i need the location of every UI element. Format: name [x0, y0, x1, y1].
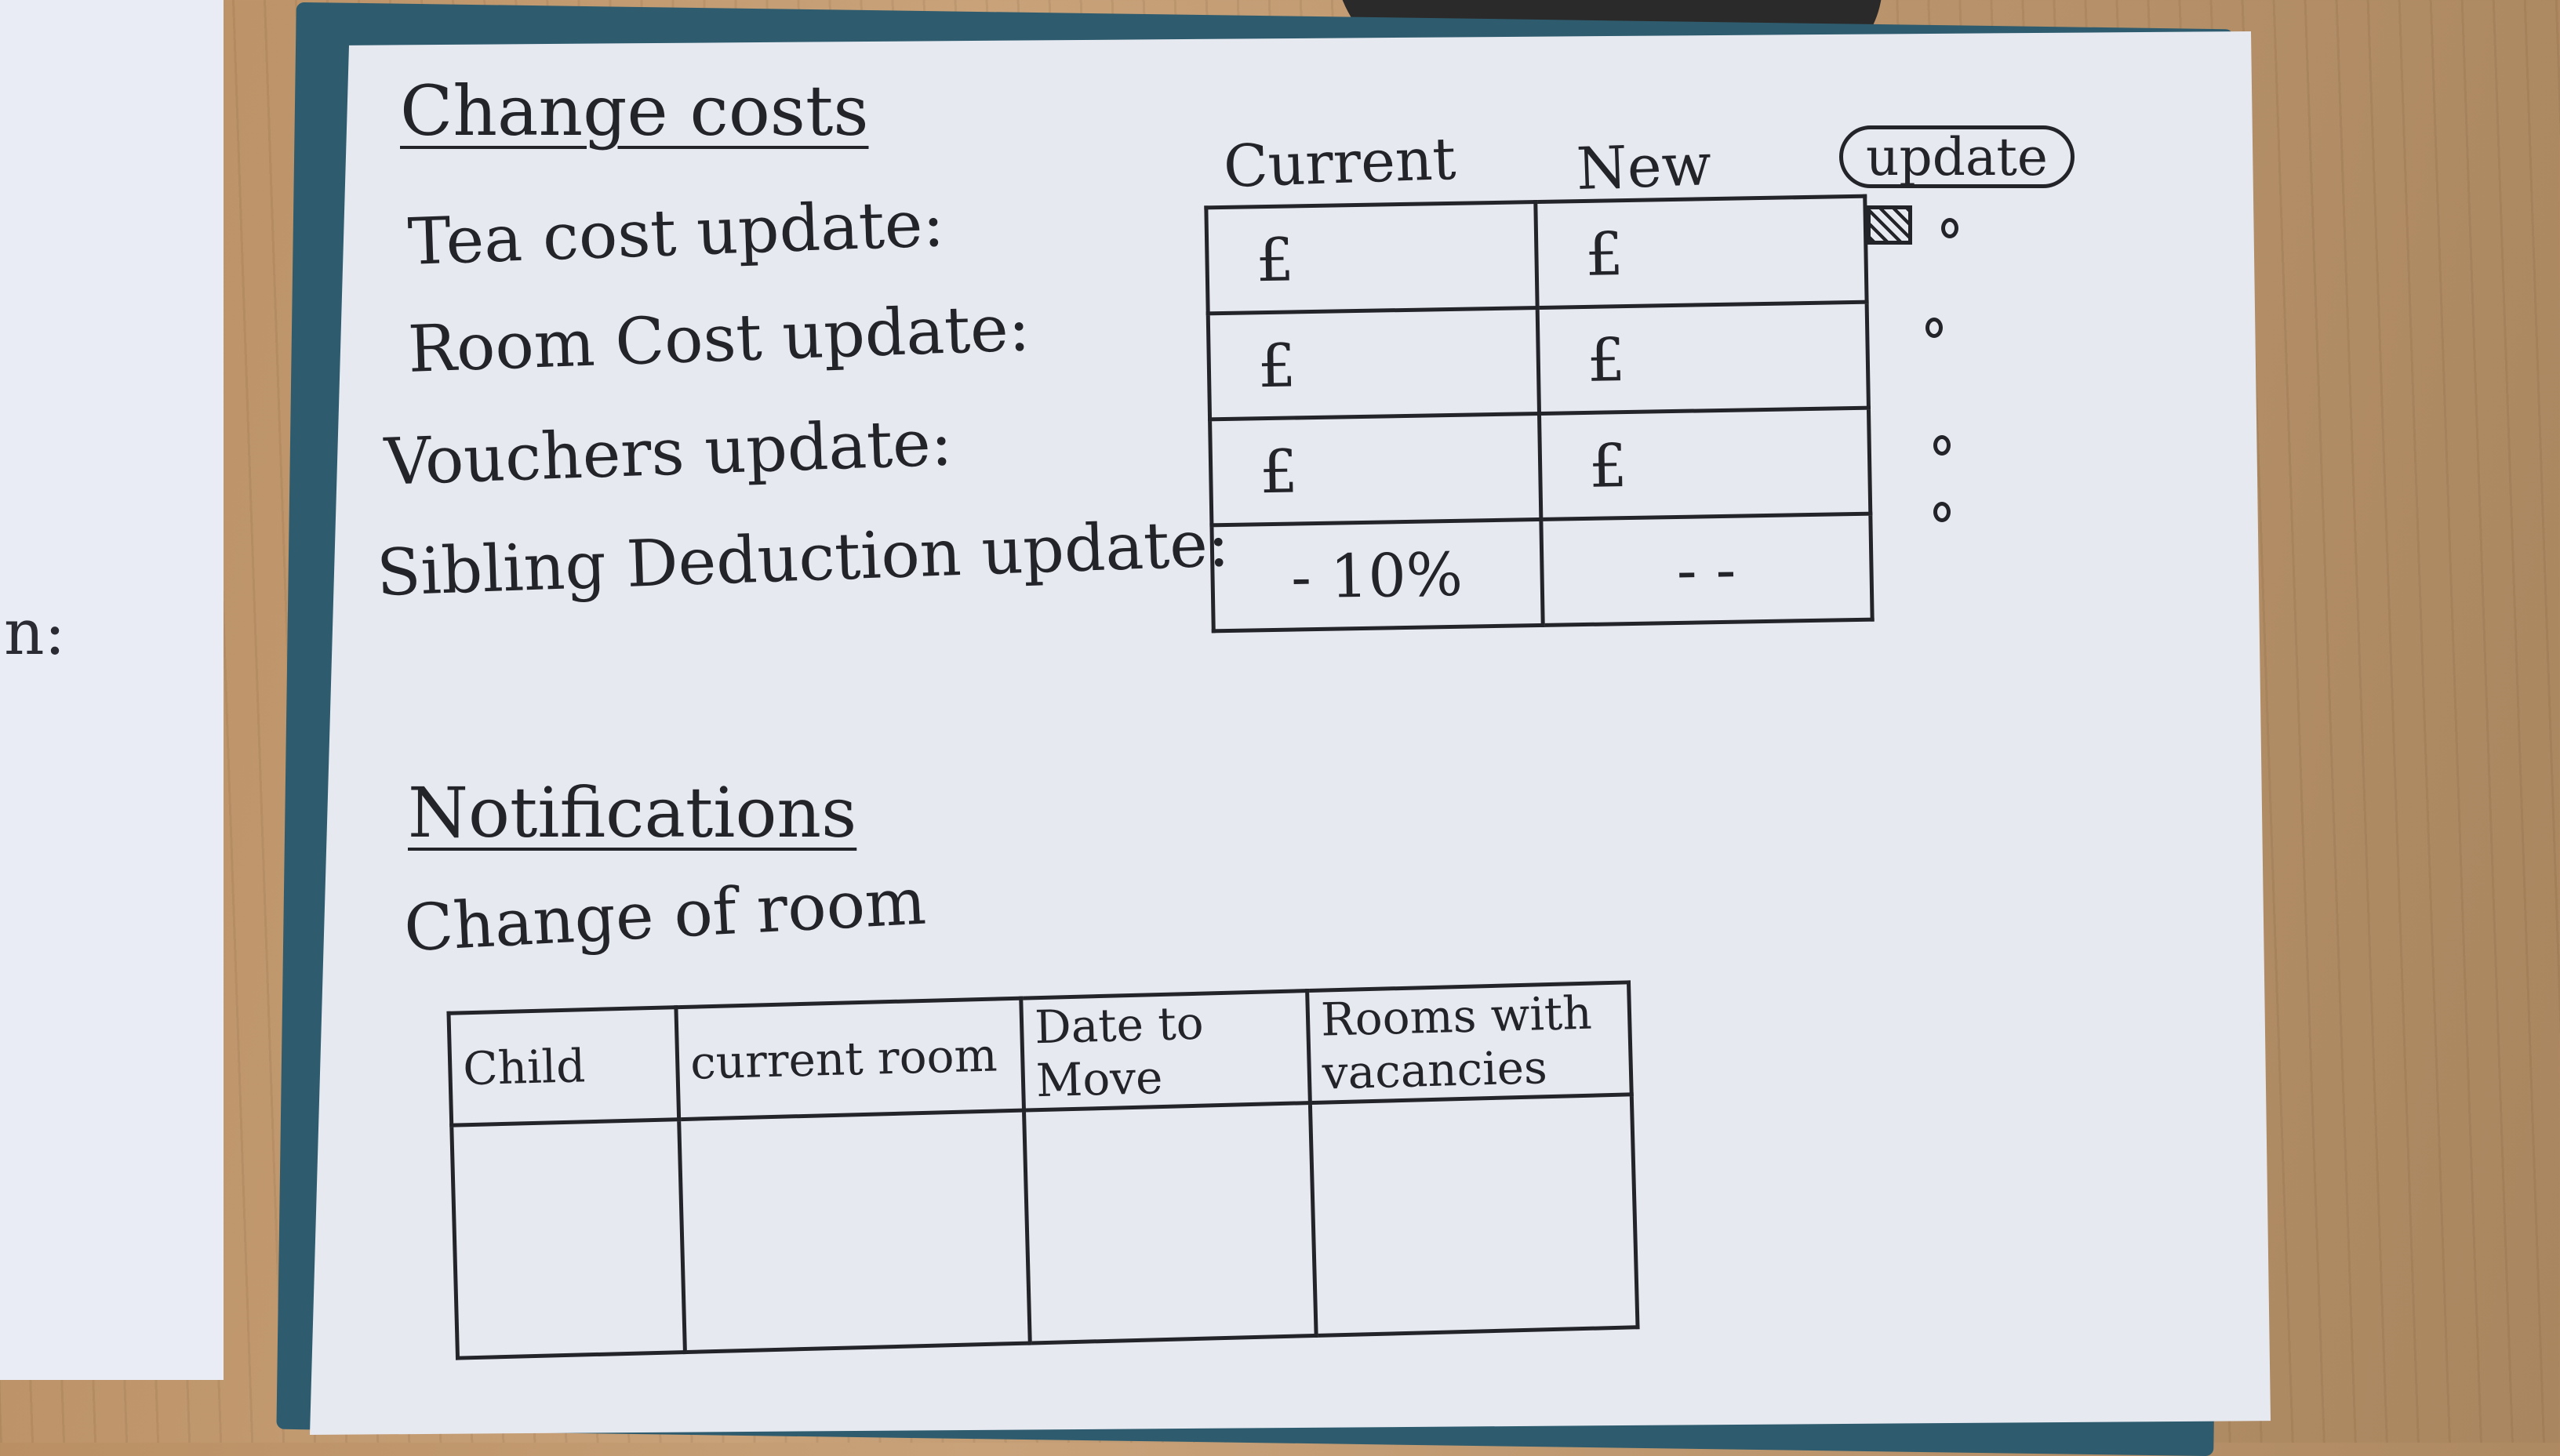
left-paper-sheet: n:	[0, 0, 224, 1380]
table-row: £ £	[1205, 196, 1867, 314]
table-row	[451, 1094, 1638, 1359]
cost-table: £ £ £ £ £ £ - 10% - -	[1204, 194, 1874, 634]
change-costs-title: Change costs	[400, 71, 869, 151]
current-room-cell	[678, 1110, 1031, 1353]
column-header-new: New	[1575, 131, 1713, 203]
tea-select-radio[interactable]	[1941, 218, 1958, 238]
room-select-radio[interactable]	[1925, 318, 1943, 338]
vouchers-new-input[interactable]: £	[1539, 408, 1871, 520]
column-header-rooms-with-vacancies: Rooms with vacancies	[1307, 982, 1632, 1103]
tea-current-value: £	[1205, 202, 1538, 314]
change-of-room-table: Child current room Date to Move Rooms wi…	[446, 980, 1639, 1360]
room-new-input[interactable]: £	[1537, 302, 1869, 414]
room-current-value: £	[1208, 307, 1540, 419]
column-header-current-room: current room	[675, 998, 1024, 1120]
update-button[interactable]: update	[1839, 125, 2075, 188]
sibling-select-radio[interactable]	[1933, 502, 1951, 522]
sibling-current-value: - 10%	[1211, 519, 1544, 631]
vouchers-current-value: £	[1209, 413, 1541, 525]
table-row: - 10% - -	[1211, 514, 1873, 631]
update-select-checkbox[interactable]	[1867, 205, 1912, 245]
column-header-child: Child	[448, 1007, 679, 1126]
vouchers-select-radio[interactable]	[1933, 435, 1951, 456]
column-header-current: Current	[1222, 125, 1457, 202]
column-header-date-to-move: Date to Move	[1020, 990, 1311, 1111]
sibling-new-input[interactable]: - -	[1540, 514, 1873, 626]
table-row: £ £	[1208, 302, 1869, 419]
rooms-with-vacancies-cell	[1310, 1094, 1638, 1336]
sketch-sheet	[310, 31, 2271, 1435]
left-paper-fragment: n:	[4, 596, 66, 669]
table-row: £ £	[1209, 408, 1871, 525]
notifications-title: Notifications	[408, 772, 857, 853]
child-cell	[451, 1119, 685, 1359]
tea-new-input[interactable]: £	[1535, 196, 1867, 308]
date-to-move-cell	[1024, 1102, 1317, 1344]
